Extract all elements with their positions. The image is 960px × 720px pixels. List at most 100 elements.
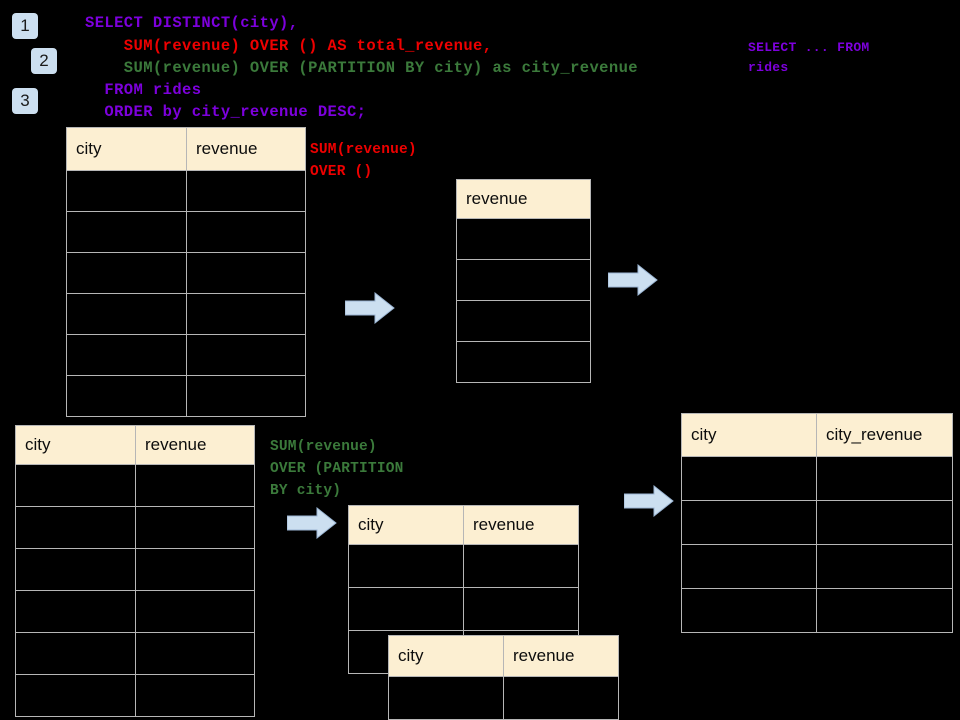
cell-city-revenue bbox=[816, 544, 953, 589]
table-body bbox=[456, 218, 591, 383]
cell-revenue bbox=[186, 334, 306, 376]
arrow-total-to-result bbox=[608, 264, 658, 296]
sql-line-city-revenue: SUM(revenue) OVER (PARTITION BY city) as… bbox=[85, 59, 638, 77]
cell-city-revenue bbox=[816, 500, 953, 545]
annotation-over-partition: SUM(revenue) OVER (PARTITION BY city) bbox=[270, 439, 404, 499]
cell-city bbox=[15, 674, 136, 717]
step-badge-2[interactable]: 2 bbox=[31, 48, 57, 74]
arrow-source-to-partition bbox=[287, 507, 337, 539]
table-row bbox=[348, 544, 579, 588]
table-header-row: city revenue bbox=[66, 127, 306, 171]
partition-table-front: city revenue bbox=[388, 635, 619, 720]
cell-city bbox=[15, 548, 136, 591]
sql-line-order-by: ORDER by city_revenue DESC; bbox=[85, 103, 367, 121]
step-badge-3[interactable]: 3 bbox=[12, 88, 38, 114]
table-header-row: revenue bbox=[456, 179, 591, 219]
table-row bbox=[15, 506, 255, 549]
column-header-revenue: revenue bbox=[503, 635, 619, 677]
table-body bbox=[388, 676, 619, 720]
annotation-over-empty: SUM(revenue) OVER () bbox=[310, 142, 417, 180]
column-header-city: city bbox=[66, 127, 187, 171]
cell-revenue bbox=[135, 590, 255, 633]
cell-revenue bbox=[456, 341, 591, 383]
table-header-row: city revenue bbox=[15, 425, 255, 465]
column-header-city: city bbox=[348, 505, 464, 545]
table-row bbox=[681, 456, 953, 501]
cell-revenue bbox=[186, 252, 306, 294]
table-row bbox=[681, 500, 953, 545]
cell-city bbox=[15, 464, 136, 507]
cell-revenue bbox=[186, 170, 306, 212]
cell-revenue bbox=[463, 544, 579, 588]
cell-city bbox=[681, 500, 817, 545]
cell-city bbox=[348, 587, 464, 631]
cell-city bbox=[348, 544, 464, 588]
table-body bbox=[66, 170, 306, 417]
cell-city bbox=[66, 293, 187, 335]
column-header-revenue: revenue bbox=[463, 505, 579, 545]
table-row bbox=[66, 334, 306, 376]
arrow-source-to-total bbox=[345, 292, 395, 324]
table-header-row: city city_revenue bbox=[681, 413, 953, 457]
table-row bbox=[15, 464, 255, 507]
cell-revenue bbox=[135, 506, 255, 549]
table-row bbox=[15, 674, 255, 717]
cell-revenue bbox=[135, 464, 255, 507]
sql-line-select: SELECT DISTINCT(city), bbox=[85, 14, 299, 32]
cell-city-revenue bbox=[816, 588, 953, 633]
cell-city bbox=[66, 375, 187, 417]
rides-source-table-top: city revenue bbox=[66, 127, 306, 417]
cell-revenue bbox=[456, 218, 591, 260]
cell-city bbox=[15, 506, 136, 549]
cell-city bbox=[66, 252, 187, 294]
table-row bbox=[681, 544, 953, 589]
table-row bbox=[456, 259, 591, 301]
sql-note-select-from-rides: SELECT ... FROM rides bbox=[748, 40, 870, 75]
column-header-city: city bbox=[15, 425, 136, 465]
cell-revenue bbox=[463, 587, 579, 631]
step-badge-1[interactable]: 1 bbox=[12, 13, 38, 39]
table-row bbox=[456, 218, 591, 260]
cell-revenue bbox=[135, 548, 255, 591]
cell-revenue bbox=[503, 676, 619, 720]
rides-source-table-bottom: city revenue bbox=[15, 425, 255, 717]
arrow-partition-to-result bbox=[624, 485, 674, 517]
cell-city bbox=[681, 544, 817, 589]
cell-revenue bbox=[135, 674, 255, 717]
table-row bbox=[456, 300, 591, 342]
column-header-city: city bbox=[681, 413, 817, 457]
cell-city-revenue bbox=[816, 456, 953, 501]
sql-line-from: FROM rides bbox=[85, 81, 202, 99]
table-row bbox=[388, 676, 619, 720]
cell-revenue bbox=[186, 293, 306, 335]
table-header-row: city revenue bbox=[348, 505, 579, 545]
table-row bbox=[66, 170, 306, 212]
cell-city bbox=[66, 334, 187, 376]
cell-city bbox=[15, 590, 136, 633]
table-row bbox=[15, 632, 255, 675]
column-header-revenue: revenue bbox=[186, 127, 306, 171]
cell-city bbox=[388, 676, 504, 720]
table-row bbox=[15, 590, 255, 633]
table-row bbox=[66, 252, 306, 294]
cell-revenue bbox=[135, 632, 255, 675]
cell-revenue bbox=[456, 300, 591, 342]
column-header-city-revenue: city_revenue bbox=[816, 413, 953, 457]
table-header-row: city revenue bbox=[388, 635, 619, 677]
cell-revenue bbox=[186, 211, 306, 253]
cell-revenue bbox=[186, 375, 306, 417]
table-row bbox=[15, 548, 255, 591]
cell-city bbox=[681, 588, 817, 633]
cell-city bbox=[66, 170, 187, 212]
table-body bbox=[681, 456, 953, 633]
table-row bbox=[66, 375, 306, 417]
cell-city bbox=[66, 211, 187, 253]
table-row bbox=[681, 588, 953, 633]
result-table: city city_revenue bbox=[681, 413, 953, 633]
table-row bbox=[66, 211, 306, 253]
column-header-revenue: revenue bbox=[456, 179, 591, 219]
sql-line-total-revenue: SUM(revenue) OVER () AS total_revenue, bbox=[85, 37, 493, 55]
column-header-city: city bbox=[388, 635, 504, 677]
total-revenue-table: revenue bbox=[456, 179, 591, 383]
